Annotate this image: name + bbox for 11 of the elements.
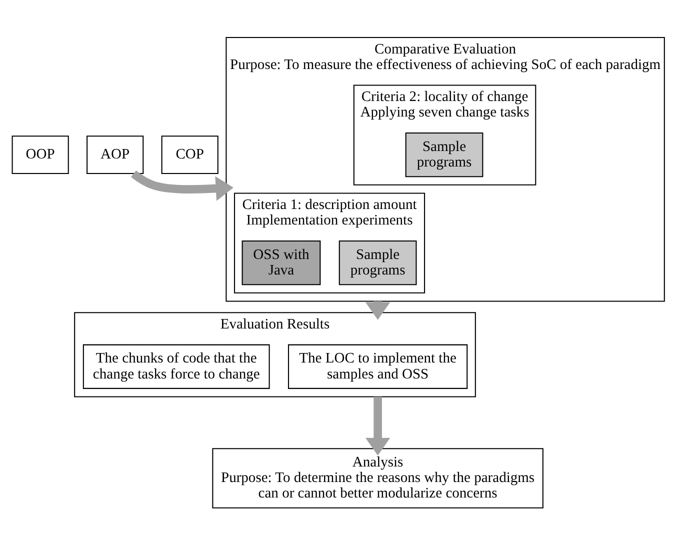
node-box: OSS with Java [242, 240, 321, 285]
node-box: Sample programs [405, 132, 484, 177]
node-box: OOP [12, 135, 69, 174]
arrow [130, 170, 234, 200]
node-box: Analysis Purpose: To determine the reasons why the paradigms can or cannot better modularize concerns [212, 448, 544, 508]
node-box: AOP [86, 135, 144, 174]
node-box: Sample programs [338, 240, 417, 285]
node-box: The LOC to implement the samples and OSS [288, 344, 468, 388]
node-box: The chunks of code that the change tasks force to change [82, 344, 270, 388]
arrow [365, 396, 390, 456]
node-box: COP [161, 135, 218, 174]
